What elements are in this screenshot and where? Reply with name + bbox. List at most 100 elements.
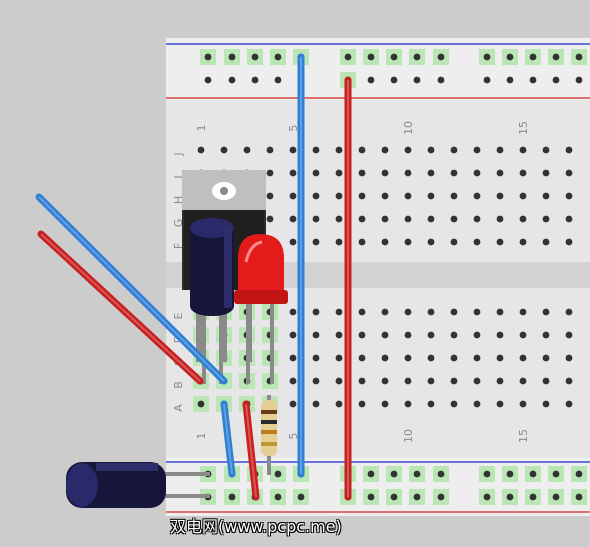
- red-wire-diagonal: [37, 230, 204, 385]
- terminal-hole: [473, 169, 481, 177]
- terminal-hole: [450, 238, 458, 246]
- blue-wire-diagonal-highlight: [38, 196, 225, 382]
- terminal-hole: [473, 377, 481, 385]
- terminal-hole: [473, 308, 481, 316]
- rail-hole: [274, 53, 282, 61]
- terminal-hole: [496, 331, 504, 339]
- terminal-hole: [565, 400, 573, 408]
- rail-hole: [575, 470, 583, 478]
- rail-hole: [483, 76, 491, 84]
- terminal-hole: [427, 192, 435, 200]
- rail-hole: [251, 76, 259, 84]
- terminal-hole: [312, 354, 320, 362]
- terminal-hole: [450, 331, 458, 339]
- row-label-bottom: A: [172, 404, 185, 412]
- terminal-hole: [565, 377, 573, 385]
- rail-hole: [204, 53, 212, 61]
- rail-hole: [529, 53, 537, 61]
- watermark-caption: 双电网(www.pcpc.me): [170, 517, 342, 536]
- rail-hole: [575, 53, 583, 61]
- terminal-hole: [381, 400, 389, 408]
- terminal-hole: [427, 354, 435, 362]
- rail-hole: [437, 493, 445, 501]
- rail-hole: [437, 53, 445, 61]
- terminal-hole: [427, 331, 435, 339]
- terminal-hole: [519, 169, 527, 177]
- terminal-hole: [565, 192, 573, 200]
- terminal-hole: [519, 377, 527, 385]
- terminal-hole: [404, 354, 412, 362]
- row-label-top: J: [172, 152, 185, 156]
- row-label-top: I: [172, 175, 185, 178]
- rail-hole: [390, 470, 398, 478]
- terminal-hole: [381, 331, 389, 339]
- grid-labels: 151015151015JIHGFEDCBA: [172, 121, 530, 443]
- rail-hole: [367, 53, 375, 61]
- terminal-hole: [289, 354, 297, 362]
- rail-hole: [437, 76, 445, 84]
- blue-wire-short: [220, 400, 236, 478]
- terminal-hole: [335, 169, 343, 177]
- terminal-hole: [427, 238, 435, 246]
- terminal-hole: [312, 238, 320, 246]
- resistor: [261, 395, 277, 475]
- column-label-top: 15: [517, 121, 530, 135]
- terminal-hole: [450, 146, 458, 154]
- terminal-hole: [565, 146, 573, 154]
- rail-hole: [344, 53, 352, 61]
- terminal-hole: [404, 331, 412, 339]
- terminal-hole: [542, 377, 550, 385]
- terminal-hole: [519, 400, 527, 408]
- blue-wire-short-highlight: [223, 403, 233, 475]
- terminal-hole: [289, 238, 297, 246]
- rail-hole: [367, 76, 375, 84]
- row-label-top: H: [172, 196, 185, 204]
- terminal-hole: [381, 192, 389, 200]
- terminal-hole: [450, 215, 458, 223]
- column-label-top: 10: [402, 121, 415, 135]
- terminal-hole: [266, 146, 274, 154]
- terminal-hole: [381, 238, 389, 246]
- top-power-rail: [166, 38, 590, 100]
- terminal-hole: [565, 169, 573, 177]
- terminal-hole: [335, 400, 343, 408]
- terminal-hole: [335, 192, 343, 200]
- terminal-hole: [312, 169, 320, 177]
- rail-hole: [437, 470, 445, 478]
- rail-hole: [529, 470, 537, 478]
- rail-hole: [413, 493, 421, 501]
- terminal-hole: [496, 238, 504, 246]
- terminal-hole: [404, 192, 412, 200]
- rail-hole: [506, 470, 514, 478]
- terminal-hole: [473, 331, 481, 339]
- terminal-hole: [381, 377, 389, 385]
- terminal-hole: [542, 169, 550, 177]
- terminal-hole: [289, 169, 297, 177]
- rail-hole: [413, 76, 421, 84]
- terminal-hole: [381, 354, 389, 362]
- terminal-hole: [358, 238, 366, 246]
- terminal-hole: [542, 238, 550, 246]
- rail-hole: [390, 76, 398, 84]
- rail-hole: [367, 493, 375, 501]
- terminal-hole: [381, 215, 389, 223]
- terminal-hole: [266, 215, 274, 223]
- row-label-bottom: B: [172, 381, 185, 389]
- rail-hole: [228, 76, 236, 84]
- terminal-hole: [519, 331, 527, 339]
- terminal-hole: [335, 146, 343, 154]
- terminal-hole: [542, 308, 550, 316]
- terminal-hole: [289, 331, 297, 339]
- terminal-hole: [450, 354, 458, 362]
- terminal-hole: [519, 354, 527, 362]
- row-label-top: F: [172, 243, 185, 249]
- terminal-hole: [519, 215, 527, 223]
- blue-wire-diagonal: [35, 193, 228, 385]
- terminal-hole: [496, 192, 504, 200]
- terminal-hole: [565, 308, 573, 316]
- terminal-hole: [243, 146, 251, 154]
- terminal-hole: [312, 400, 320, 408]
- rail-hole: [483, 470, 491, 478]
